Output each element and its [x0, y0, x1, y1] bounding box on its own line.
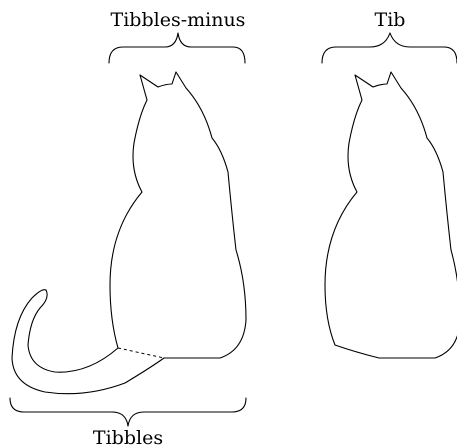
- cat-tib-outline: [325, 72, 457, 358]
- brace-tibbles: [10, 398, 246, 426]
- label-tibbles-minus: Tibbles-minus: [111, 9, 246, 31]
- brace-tib: [322, 33, 457, 63]
- cat-tibbles-outline: [12, 72, 246, 394]
- label-tibbles: Tibbles: [93, 427, 163, 447]
- tail-cut-line: [118, 348, 164, 358]
- brace-tibbles-minus: [109, 33, 245, 63]
- label-tib: Tib: [375, 9, 406, 31]
